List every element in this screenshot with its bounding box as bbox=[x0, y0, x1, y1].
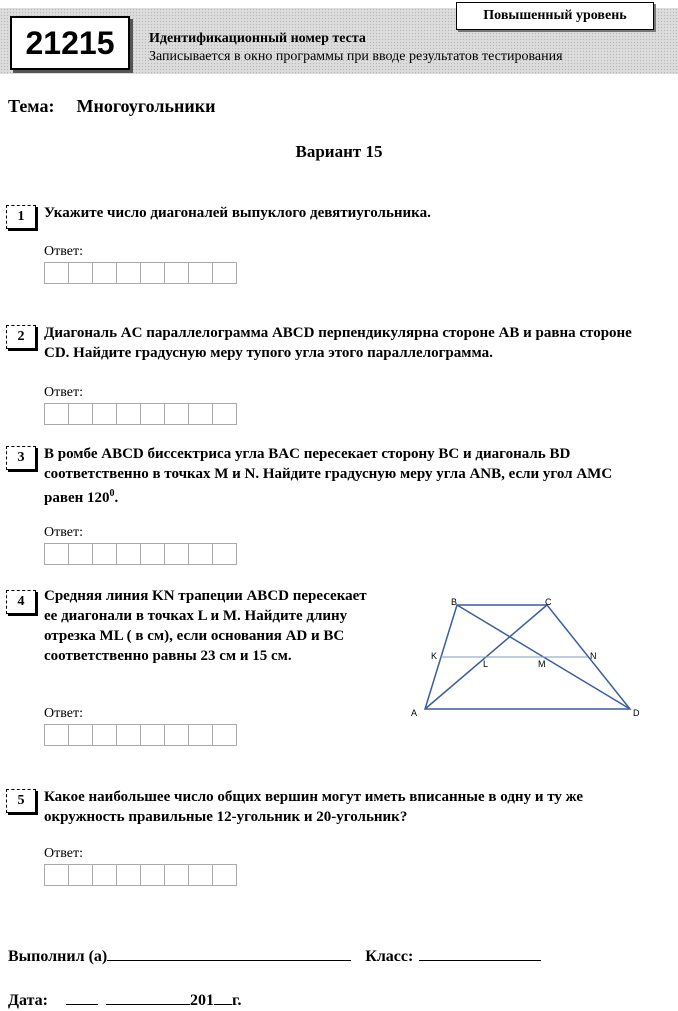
label-d: D bbox=[633, 708, 640, 718]
date-label: Дата: bbox=[8, 992, 48, 1009]
question-text: В ромбе ABCD биссектриса угла BAC пересе… bbox=[44, 444, 644, 508]
year-suffix: г. bbox=[231, 992, 242, 1009]
footer-signature-row: Выполнил (а) Класс: bbox=[8, 946, 542, 966]
answer-box[interactable] bbox=[44, 724, 237, 746]
answer-box[interactable] bbox=[44, 864, 237, 886]
answer-label: Ответ: bbox=[44, 706, 83, 721]
class-line[interactable] bbox=[419, 946, 542, 961]
answer-label: Ответ: bbox=[44, 244, 83, 259]
footer-date-row: Дата: 201 г. bbox=[8, 990, 241, 1010]
answer-box[interactable] bbox=[44, 262, 237, 284]
class-label: Класс: bbox=[365, 948, 414, 965]
question-number: 4 bbox=[6, 590, 36, 614]
id-subtitle: Записывается в окно программы при вводе … bbox=[149, 49, 563, 64]
answer-label: Ответ: bbox=[44, 525, 83, 540]
done-by-label: Выполнил (а) bbox=[8, 948, 108, 965]
label-k: K bbox=[431, 651, 437, 661]
year-line[interactable] bbox=[213, 990, 232, 1005]
question-number: 2 bbox=[6, 325, 36, 349]
answer-box[interactable] bbox=[44, 403, 237, 425]
day-line[interactable] bbox=[65, 990, 98, 1005]
question-text: Какое наибольшее число общих вершин могу… bbox=[44, 789, 583, 825]
answer-box[interactable] bbox=[44, 543, 237, 565]
name-line[interactable] bbox=[107, 946, 352, 961]
topic-value: Многоугольники bbox=[76, 96, 216, 116]
test-id: 21215 bbox=[10, 16, 130, 70]
question-text: Средняя линия KN трапеции ABCD пересекае… bbox=[44, 588, 367, 664]
label-n: N bbox=[590, 651, 597, 661]
answer-label: Ответ: bbox=[44, 385, 83, 400]
degree-sup: 0 bbox=[109, 488, 115, 499]
label-b: B bbox=[451, 597, 457, 607]
question-number: 3 bbox=[6, 446, 36, 470]
label-a: A bbox=[411, 708, 417, 718]
id-title: Идентификационный номер теста bbox=[149, 31, 366, 46]
label-l: L bbox=[483, 659, 488, 669]
variant-title: Вариант 15 bbox=[295, 142, 383, 161]
topic: Тема: Многоугольники bbox=[8, 96, 215, 117]
topic-label: Тема: bbox=[8, 96, 55, 116]
question-text-tail: . bbox=[114, 490, 119, 506]
trapezoid-figure: A B C D K L M N bbox=[411, 597, 640, 718]
question-text: Укажите число диагоналей выпуклого девят… bbox=[44, 205, 431, 221]
question-number: 5 bbox=[6, 789, 36, 813]
answer-label: Ответ: bbox=[44, 846, 83, 861]
month-line[interactable] bbox=[105, 990, 190, 1005]
question-text: Диагональ AC параллелограмма ABCD перпен… bbox=[44, 325, 632, 361]
label-c: C bbox=[545, 597, 552, 607]
level-badge: Повышенный уровень bbox=[456, 2, 654, 30]
question-number: 1 bbox=[6, 205, 36, 229]
label-m: M bbox=[538, 659, 546, 669]
question-text-main: В ромбе ABCD биссектриса угла BAC пересе… bbox=[44, 446, 613, 506]
year-prefix: 201 bbox=[189, 992, 214, 1009]
